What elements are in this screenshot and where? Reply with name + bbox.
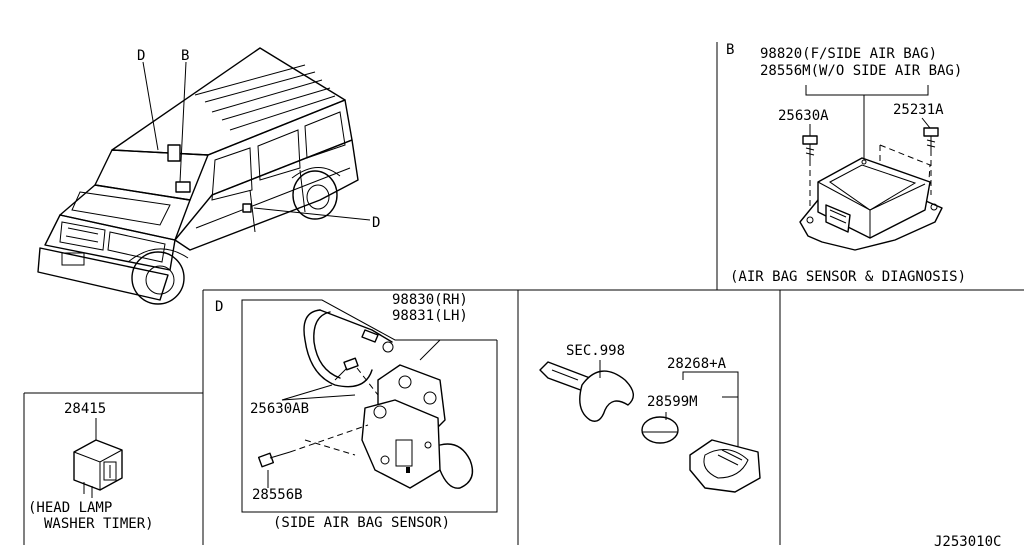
diagram-code: J253010C [934,534,1001,550]
vehicle-callout-b-top: B [181,48,189,64]
section-key-battery-number: 28599M [647,394,698,410]
airbag-sensor-unit [799,85,943,251]
washer-timer-relay [73,418,123,498]
section-b-letter: B [726,42,734,58]
section-d-bolt-upper-label: 25630AB [250,401,309,417]
section-d-letter: D [215,299,223,315]
vehicle-illustration [37,47,371,305]
section-timer-caption-line2: WASHER TIMER) [44,516,154,532]
section-b-part-line1: 98820(F/SIDE AIR BAG) [760,46,937,62]
side-airbag-sensor [241,299,498,513]
section-b-part-line2: 28556M(W/O SIDE AIR BAG) [760,63,962,79]
remote-key-parts [539,360,761,493]
section-d-bolt-lower-label: 28556B [252,487,303,503]
section-d-part-rh: 98830(RH) [392,292,468,308]
section-frames [23,42,1024,545]
section-key-set-number: 28268+A [667,356,727,372]
section-b-screw-right-label: 25231A [893,102,944,118]
vehicle-callout-d-right: D [372,215,380,231]
section-timer-part-number: 28415 [64,401,106,417]
section-d-caption: (SIDE AIR BAG SENSOR) [273,515,450,531]
vehicle-callout-d-top: D [137,48,145,64]
section-timer-caption-line1: (HEAD LAMP [28,500,112,516]
section-d-part-lh: 98831(LH) [392,308,468,324]
section-b-screw-left-label: 25630A [778,108,829,124]
section-key-sec-ref: SEC.998 [566,343,625,359]
section-b-caption: (AIR BAG SENSOR & DIAGNOSIS) [730,269,966,285]
